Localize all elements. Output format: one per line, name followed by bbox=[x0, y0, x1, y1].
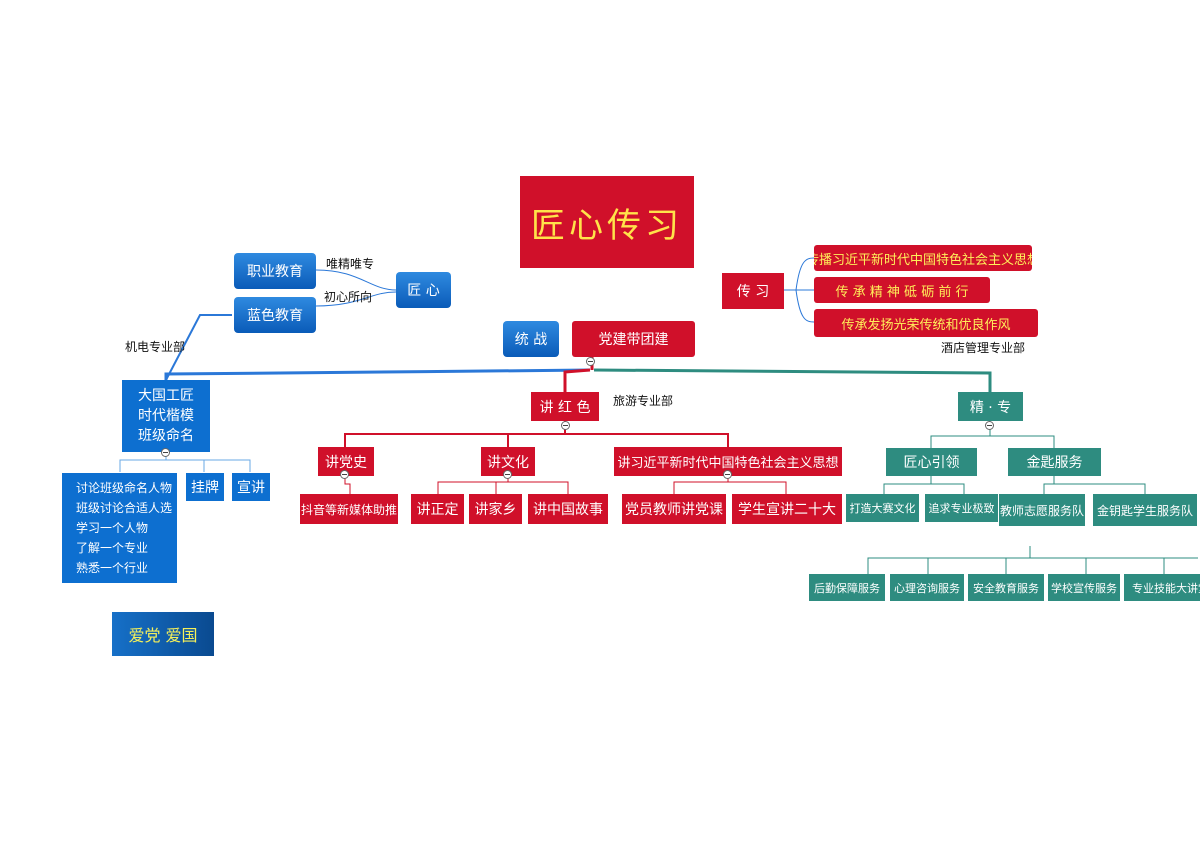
weijing-label: 唯精唯专 bbox=[326, 257, 375, 271]
collapse-toggle[interactable] bbox=[340, 470, 349, 479]
jiangxinyinling-node[interactable]: 匠心引领 bbox=[886, 448, 977, 476]
collapse-toggle[interactable] bbox=[586, 357, 595, 366]
list-item: 熟悉一个行业 bbox=[76, 561, 149, 575]
left-to-lanse-line bbox=[165, 314, 232, 381]
chuanxi-item-2[interactable]: 传 承 精 神 砥 砺 前 行 bbox=[814, 277, 990, 303]
lvyou-dept-label: 旅游专业部 bbox=[613, 394, 674, 408]
list-item: 学习一个人物 bbox=[76, 521, 149, 535]
list-item: 班级讨论合适人选 bbox=[76, 501, 173, 515]
main-line: 时代楷模 bbox=[138, 408, 194, 424]
jiangdangshi-node[interactable]: 讲党史 bbox=[318, 447, 374, 476]
services-subtree bbox=[867, 546, 1198, 574]
center-branch-line bbox=[563, 368, 591, 392]
jidian-dept-label: 机电专业部 bbox=[125, 340, 186, 354]
zhongguogushi-node[interactable]: 讲中国故事 bbox=[528, 494, 608, 524]
jiudian-dept-label: 酒店管理专业部 bbox=[941, 341, 1026, 355]
service-jineng[interactable]: 专业技能大讲堂 bbox=[1124, 574, 1200, 601]
lanse-link bbox=[315, 291, 397, 307]
chuanxi-item-1[interactable]: 传播习近平新时代中国特色社会主义思想 bbox=[814, 245, 1032, 271]
page-title: 匠心传习 bbox=[520, 176, 694, 268]
zhiye-link bbox=[315, 269, 397, 291]
lanse-jiaoyu-node[interactable]: 蓝色教育 bbox=[234, 297, 316, 333]
xuesheng-node[interactable]: 学生宣讲二十大 bbox=[732, 494, 842, 524]
sixiang-subtree bbox=[673, 476, 787, 494]
guapai-node[interactable]: 挂牌 bbox=[186, 473, 224, 501]
collapse-toggle[interactable] bbox=[561, 421, 570, 430]
tongzhan-node[interactable]: 统 战 bbox=[503, 321, 559, 357]
zhiye-jiaoyu-node[interactable]: 职业教育 bbox=[234, 253, 316, 289]
jianghongse-node[interactable]: 讲 红 色 bbox=[531, 392, 599, 421]
collapse-toggle[interactable] bbox=[985, 421, 994, 430]
daguo-gongjiang-node[interactable]: 大国工匠 时代楷模 班级命名 bbox=[122, 380, 210, 452]
jiangxin-node[interactable]: 匠 心 bbox=[396, 272, 451, 308]
dangjian-root-node[interactable]: 党建带团建 bbox=[572, 321, 695, 357]
left-subtree bbox=[119, 452, 251, 472]
jingzhuan-node[interactable]: 精 · 专 bbox=[958, 392, 1023, 421]
chuanxi-bracket bbox=[784, 257, 815, 323]
zhiyuan-node[interactable]: 教师志愿服务队 bbox=[999, 494, 1085, 526]
dangshi-subtree bbox=[344, 476, 351, 494]
chuxin-label: 初心所向 bbox=[324, 290, 373, 304]
left-branch-line bbox=[164, 368, 591, 380]
main-line: 班级命名 bbox=[138, 428, 194, 444]
jinshi-subtree bbox=[1043, 476, 1146, 494]
jiangxin-subtree bbox=[883, 476, 965, 494]
jiaxiang-node[interactable]: 讲家乡 bbox=[469, 494, 522, 524]
wenhua-subtree bbox=[437, 476, 569, 494]
collapse-toggle[interactable] bbox=[723, 470, 732, 479]
zhengding-node[interactable]: 讲正定 bbox=[411, 494, 464, 524]
collapse-toggle[interactable] bbox=[161, 448, 170, 457]
center-subtree bbox=[344, 421, 729, 447]
aidang-aiguo-node[interactable]: 爱党 爱国 bbox=[112, 612, 214, 656]
dangyuan-node[interactable]: 党员教师讲党课 bbox=[622, 494, 726, 524]
douyin-node[interactable]: 抖音等新媒体助推 bbox=[300, 494, 398, 524]
list-item: 讨论班级命名人物 bbox=[76, 481, 173, 495]
taolun-list-node[interactable]: 讨论班级命名人物 班级讨论合适人选 学习一个人物 了解一个专业 熟悉一个行业 bbox=[62, 473, 177, 583]
service-houqin[interactable]: 后勤保障服务 bbox=[809, 574, 885, 601]
zhuiqiu-node[interactable]: 追求专业极致 bbox=[925, 494, 998, 522]
jinshifuwu-node[interactable]: 金匙服务 bbox=[1008, 448, 1101, 476]
dasai-node[interactable]: 打造大赛文化 bbox=[846, 494, 919, 522]
chuanxi-item-3[interactable]: 传承发扬光荣传统和优良作风 bbox=[814, 309, 1038, 337]
collapse-toggle[interactable] bbox=[503, 470, 512, 479]
chuanxi-node[interactable]: 传 习 bbox=[722, 273, 784, 309]
xuanjiang-node[interactable]: 宣讲 bbox=[232, 473, 270, 501]
main-line: 大国工匠 bbox=[138, 388, 194, 404]
service-anquan[interactable]: 安全教育服务 bbox=[968, 574, 1044, 601]
right-branch-line bbox=[593, 368, 992, 392]
jinyaoshi-node[interactable]: 金钥匙学生服务队 bbox=[1093, 494, 1197, 526]
service-xinli[interactable]: 心理咨询服务 bbox=[890, 574, 964, 601]
service-xuanchuan[interactable]: 学校宣传服务 bbox=[1048, 574, 1120, 601]
list-item: 了解一个专业 bbox=[76, 541, 149, 555]
